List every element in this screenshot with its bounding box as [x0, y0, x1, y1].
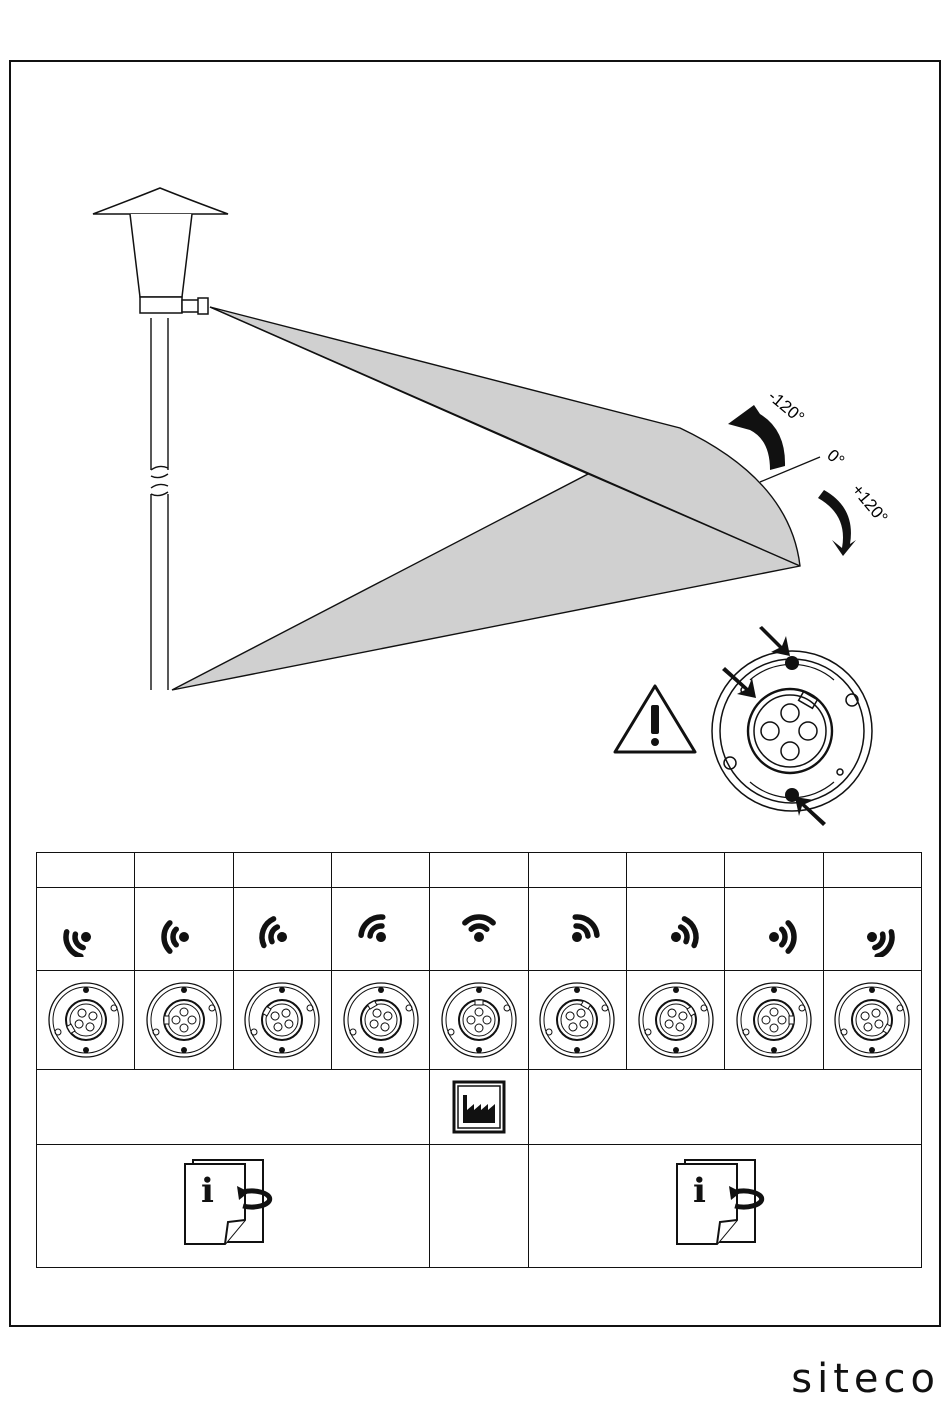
- direction-row: [37, 888, 922, 971]
- empty-cell: [430, 1145, 528, 1268]
- header-cell: [135, 853, 233, 888]
- connector-cell: [626, 971, 724, 1070]
- angle-plus-label: +120°: [848, 480, 892, 527]
- direction-cell: [331, 888, 429, 971]
- signal-direction-icon: [353, 901, 409, 957]
- header-cell: [331, 853, 429, 888]
- signal-direction-icon: [451, 901, 507, 957]
- header-cell: [37, 853, 135, 888]
- warning-triangle-icon: [615, 686, 695, 752]
- connector-position-icon: [242, 980, 322, 1060]
- pointer-arrows: [722, 626, 826, 826]
- factory-row: [37, 1070, 922, 1145]
- direction-cell: [233, 888, 331, 971]
- zero-degree-line: [760, 457, 820, 482]
- angle-minus-label: -120°: [764, 387, 807, 428]
- connector-position-icon: [537, 980, 617, 1060]
- direction-cell: [430, 888, 528, 971]
- signal-direction-icon: [844, 901, 900, 957]
- connector-position-icon: [832, 980, 912, 1060]
- info-page-turn-icon: i: [675, 1158, 775, 1254]
- connector-position-icon: [341, 980, 421, 1060]
- header-row: [37, 853, 922, 888]
- signal-direction-icon: [58, 901, 114, 957]
- direction-cell: [725, 888, 823, 971]
- position-table: i i: [36, 852, 922, 1268]
- connector-position-icon: [144, 980, 224, 1060]
- svg-text:i: i: [693, 1171, 706, 1211]
- header-cell: [430, 853, 528, 888]
- connector-cell: [233, 971, 331, 1070]
- signal-direction-icon: [746, 901, 802, 957]
- signal-direction-icon: [156, 901, 212, 957]
- info-cell-right: i: [528, 1145, 921, 1268]
- connector-position-icon: [734, 980, 814, 1060]
- factory-setting-icon: [452, 1080, 506, 1134]
- direction-cell: [528, 888, 626, 971]
- signal-direction-icon: [549, 901, 605, 957]
- header-cell: [823, 853, 921, 888]
- angle-zero-label: 0°: [823, 446, 848, 471]
- connector-row: [37, 971, 922, 1070]
- empty-cell: [37, 1070, 430, 1145]
- connector-cell: [823, 971, 921, 1070]
- connector-position-icon: [636, 980, 716, 1060]
- rotate-plus-arrow: [818, 490, 856, 556]
- connector-cell: [37, 971, 135, 1070]
- direction-cell: [135, 888, 233, 971]
- connector-position-icon: [46, 980, 126, 1060]
- info-cell-left: i: [37, 1145, 430, 1268]
- connector-cell: [135, 971, 233, 1070]
- svg-text:i: i: [201, 1171, 214, 1211]
- connector-cell: [430, 971, 528, 1070]
- header-cell: [725, 853, 823, 888]
- connector-detail: [712, 651, 872, 811]
- direction-cell: [37, 888, 135, 971]
- connector-position-icon: [439, 980, 519, 1060]
- lamp-pole: [151, 318, 168, 690]
- lamp-head: [93, 188, 228, 314]
- info-page-turn-icon: i: [183, 1158, 283, 1254]
- empty-cell: [528, 1070, 921, 1145]
- connector-cell: [725, 971, 823, 1070]
- detection-zone: [172, 307, 800, 690]
- header-cell: [528, 853, 626, 888]
- direction-cell: [823, 888, 921, 971]
- signal-direction-icon: [254, 901, 310, 957]
- header-cell: [626, 853, 724, 888]
- direction-cell: [626, 888, 724, 971]
- info-row: i i: [37, 1145, 922, 1268]
- header-cell: [233, 853, 331, 888]
- connector-cell: [528, 971, 626, 1070]
- installation-diagram: -120° 0° +120°: [0, 0, 950, 850]
- factory-cell: [430, 1070, 528, 1145]
- siteco-logo: siteco: [791, 1356, 940, 1402]
- rotate-minus-arrow: [728, 405, 785, 470]
- connector-cell: [331, 971, 429, 1070]
- signal-direction-icon: [648, 901, 704, 957]
